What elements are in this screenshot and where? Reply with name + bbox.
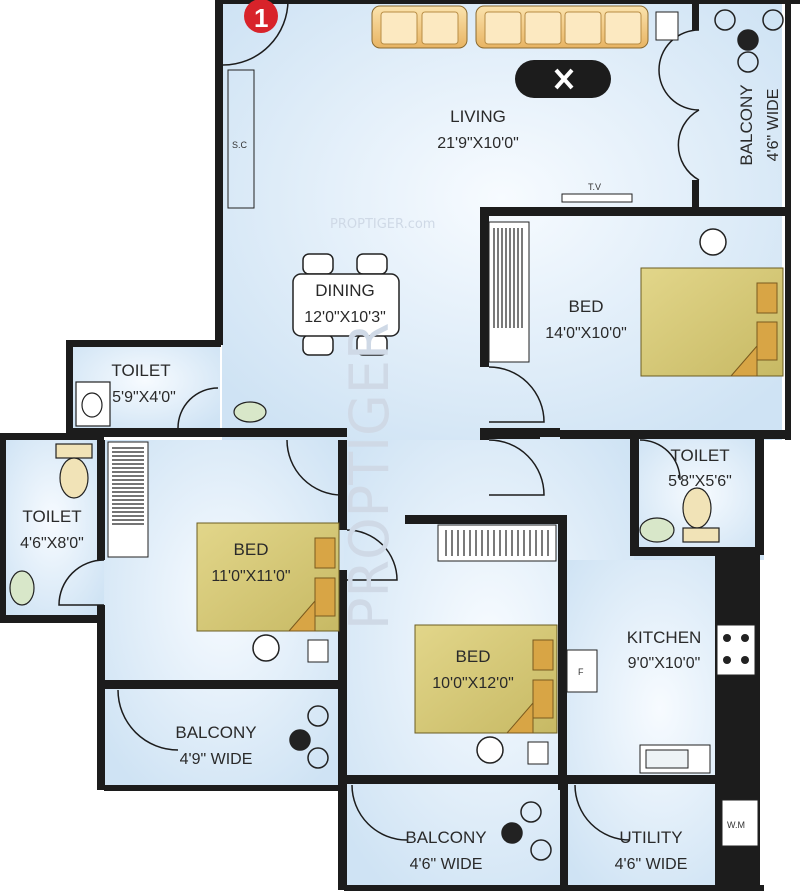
fridge-label: F (578, 667, 584, 677)
toilet-right-dims: 5'8"X5'6" (668, 473, 732, 490)
balcony-left-dims: 4'9" WIDE (180, 751, 253, 768)
master-bed-dims: 14'0"X10'0" (545, 325, 627, 342)
balcony-top-name: BALCONY (737, 84, 756, 165)
dining-table (292, 253, 400, 356)
shoe-cabinet-label: S.C (232, 140, 248, 150)
watermark-vertical: PROPTIGER (338, 322, 401, 630)
wardrobe-left (107, 441, 149, 558)
master-bed-name: BED (569, 297, 604, 316)
left-bed-dims: 11'0"X11'0" (211, 568, 290, 585)
left-bed (196, 522, 340, 632)
living-name: LIVING (450, 107, 506, 126)
shoe-cabinet: S.C (227, 69, 255, 209)
mid-bed-dims: 10'0"X12'0" (432, 675, 514, 692)
sofa-right (475, 5, 649, 49)
badge-number: 1 (254, 3, 268, 33)
washing-machine: W.M (721, 799, 759, 847)
sofa-left (371, 5, 468, 49)
chair-icon (476, 736, 504, 764)
chair-icon (699, 228, 727, 256)
doors (58, 0, 700, 841)
mid-bed-name: BED (456, 647, 491, 666)
balcony-left-name: BALCONY (175, 723, 256, 742)
coffee-table (515, 60, 611, 98)
toilet-small-name: TOILET (111, 361, 170, 380)
desk-icon (307, 639, 329, 663)
balcony-chairs-top (714, 9, 784, 73)
kitchen-name: KITCHEN (627, 628, 702, 647)
toilet-left-name: TOILET (22, 507, 81, 526)
watermark-small: PROPTIGER.com (330, 217, 435, 232)
balcony-mid-dims: 4'6" WIDE (410, 856, 483, 873)
balcony-chairs-mid (501, 801, 552, 861)
tv-label: T.V (588, 182, 601, 192)
toilet-left-fixtures (9, 443, 93, 606)
washing-machine-label: W.M (727, 820, 745, 830)
utility-dims: 4'6" WIDE (615, 856, 688, 873)
left-bed-name: BED (234, 540, 269, 559)
desk-icon (527, 741, 549, 765)
side-table-icon (655, 11, 679, 41)
balcony-chairs-left (289, 705, 329, 769)
dining-dims: 12'0"X10'3" (304, 309, 386, 326)
mid-bed (414, 624, 558, 734)
balcony-mid-name: BALCONY (405, 828, 486, 847)
balcony-top-label: BALCONY 4'6" WIDE (737, 84, 782, 165)
toilet-small-fixtures (75, 381, 267, 427)
balcony-top-dims: 4'6" WIDE (765, 89, 782, 162)
room-labels: LIVING 21'9"X10'0" DINING 12'0"X10'3" BE… (20, 107, 732, 873)
toilet-right-name: TOILET (670, 446, 729, 465)
wardrobe-master (488, 221, 530, 363)
dining-name: DINING (315, 281, 375, 300)
toilet-left-dims: 4'6"X8'0" (20, 535, 84, 552)
master-bed (640, 267, 784, 377)
kitchen-dims: 9'0"X10'0" (628, 655, 701, 672)
living-dims: 21'9"X10'0" (437, 135, 519, 152)
utility-name: UTILITY (619, 828, 682, 847)
kitchen-fixtures: F (566, 624, 756, 774)
unit-number-badge: 1 (244, 0, 278, 33)
tv-unit: T.V (561, 182, 633, 203)
wardrobe-mid (437, 524, 557, 562)
toilet-right-fixtures (639, 487, 720, 543)
chair-icon (252, 634, 280, 662)
toilet-small-dims: 5'9"X4'0" (112, 389, 176, 406)
